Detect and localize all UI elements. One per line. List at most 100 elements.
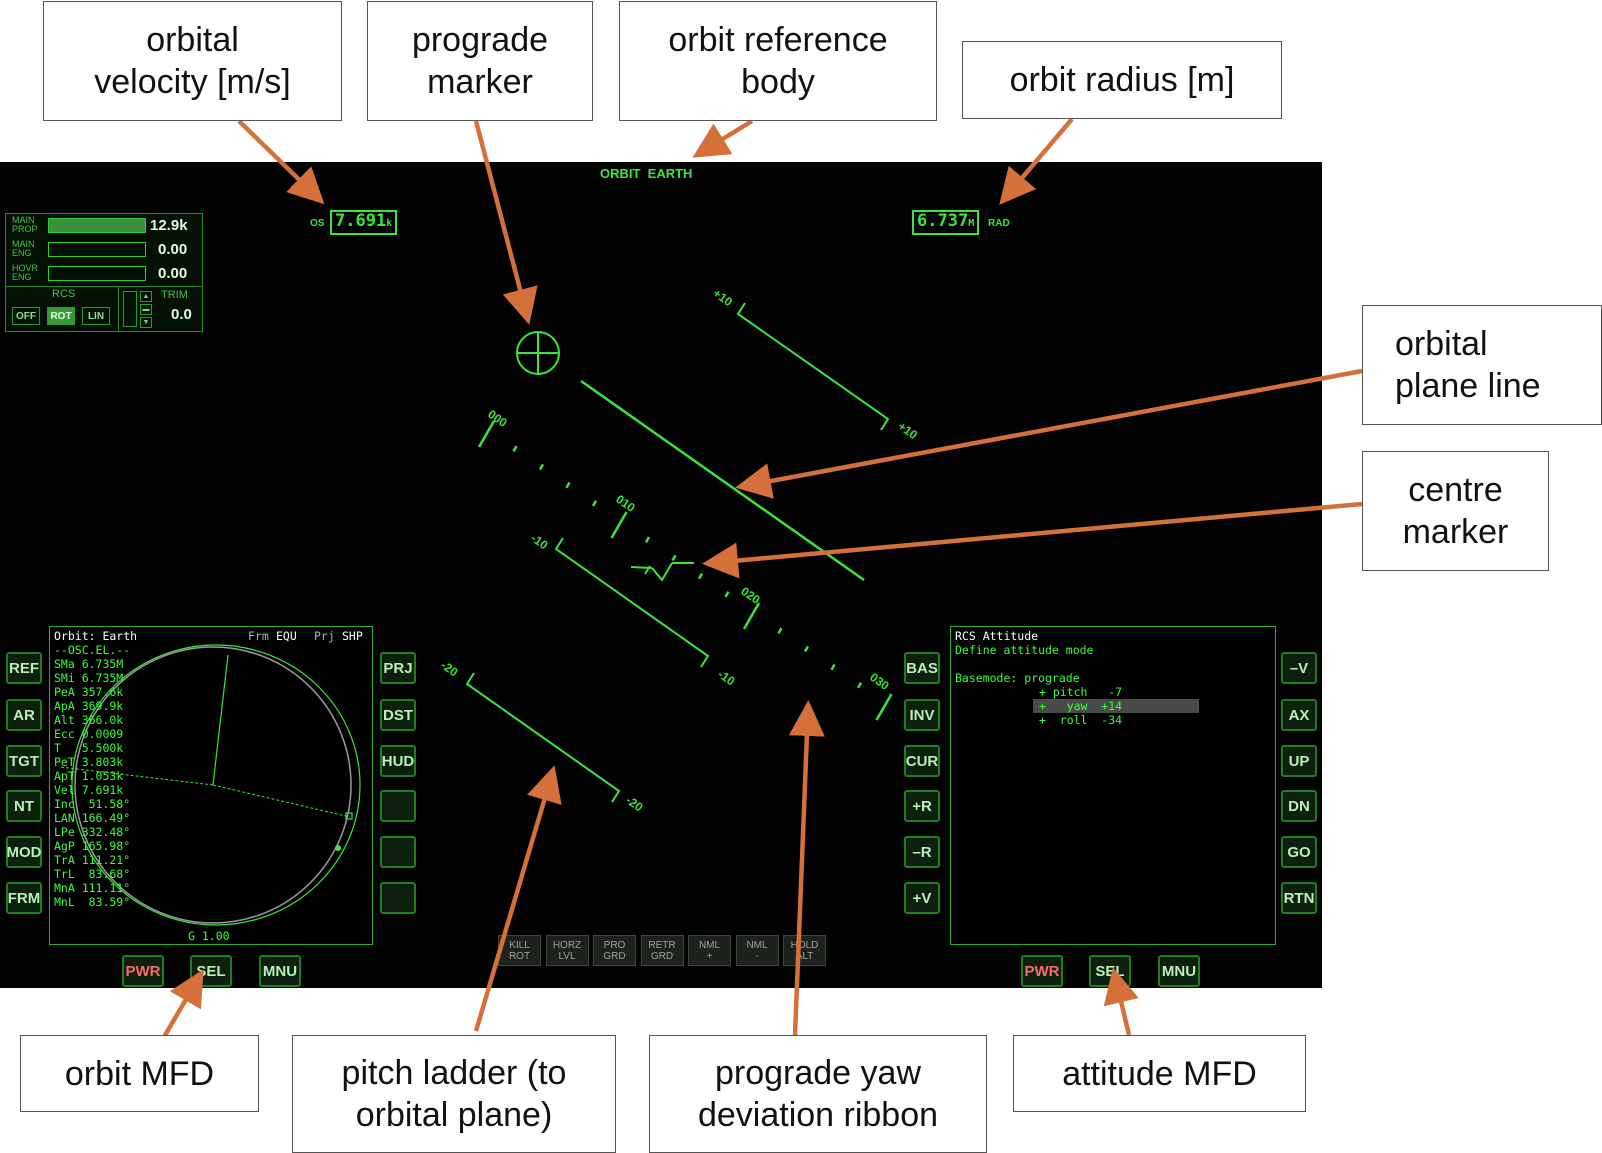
attitude-mfd-btn-right-5[interactable]: GO — [1281, 836, 1317, 868]
yaw-ribbon-minor-tick — [803, 645, 810, 653]
rcs-group: RCS OFF ROT LIN — [6, 286, 119, 331]
orbit-mfd-btn-ref[interactable]: REF — [6, 652, 42, 684]
callout-centre-marker: centre marker — [1362, 451, 1549, 571]
attitude-mfd-btn-left-3[interactable]: CUR — [904, 745, 940, 777]
attitude-mfd-btn-right-2[interactable]: AX — [1281, 699, 1317, 731]
orbit-mfd-btn-right-5[interactable] — [380, 836, 416, 868]
orbit-element-row: AgP 165.98° — [54, 839, 131, 853]
orbit-mfd-btn-right-2[interactable]: DST — [380, 699, 416, 731]
attitude-mfd-btn-pwr[interactable]: PWR — [1021, 955, 1063, 987]
orbit-mfd-btn-tgt[interactable]: TGT — [6, 745, 42, 777]
autopilot-btn-line1: NML — [746, 939, 768, 951]
orbit-mfd-btn-right-6[interactable] — [380, 882, 416, 914]
hud-mode-title: ORBIT EARTH — [600, 166, 693, 181]
yaw-ribbon-minor-tick — [856, 682, 863, 689]
attitude-mfd-btn-left-4[interactable]: +R — [904, 790, 940, 822]
orbit-mfd-btn-mod[interactable]: MOD — [6, 836, 42, 868]
yaw-label-030: 030 — [867, 670, 892, 693]
attitude-row[interactable]: + pitch -7 — [1039, 685, 1123, 699]
trim-down-button[interactable]: ▼ — [140, 317, 152, 328]
orbit-element-row: PeT 3.803k — [54, 755, 124, 769]
orbit-element-row: ApA 369.9k — [54, 699, 124, 713]
orbit-mfd-btn-ar[interactable]: AR — [6, 699, 42, 731]
orbit-element-row: Ecc 0.0009 — [54, 727, 124, 741]
hovr-eng-value: 0.00 — [158, 265, 188, 282]
yaw-ribbon-major-tick — [875, 693, 893, 721]
orbit-mfd: Orbit: Earth Frm EQU Prj SHP --OSC.EL.--… — [49, 626, 373, 945]
yaw-ribbon-minor-tick — [512, 445, 518, 452]
orbital-velocity-readout: 7.691k — [330, 210, 398, 235]
orbit-mfd-btn-right-1[interactable]: PRJ — [380, 652, 416, 684]
main-prop-bar — [48, 218, 146, 233]
orbit-mfd-btn-nt[interactable]: NT — [6, 790, 42, 822]
autopilot-btn-line1: HORZ — [552, 939, 582, 951]
attitude-mfd-title: RCS Attitude — [955, 629, 1039, 643]
orbit-element-row: SMi 6.735M — [54, 671, 124, 685]
rcs-off-button[interactable]: OFF — [12, 307, 40, 325]
orbit-element-row: ApT 1.053k — [54, 769, 124, 783]
pitch-label-minus10-right: -10 — [715, 667, 738, 689]
engine-status-panel: MAIN PROP 12.9k MAIN ENG 0.00 HOVR ENG 0… — [5, 213, 203, 332]
main-prop-bar-fill — [49, 219, 145, 232]
rcs-lin-button[interactable]: LIN — [82, 307, 110, 325]
attitude-mfd-btn-right-1[interactable]: –V — [1281, 652, 1317, 684]
orbit-element-row: Vel 7.691k — [54, 783, 124, 797]
autopilot-btn-line1: RETR — [648, 939, 676, 951]
trim-scale — [123, 291, 137, 327]
orbit-mfd-btn-pwr[interactable]: PWR — [122, 955, 164, 987]
attitude-mfd-btn-left-5[interactable]: –R — [904, 836, 940, 868]
trim-group: ▲ ▬ ▼ TRIM 0.0 — [119, 286, 202, 331]
callout-orbital-velocity: orbital velocity [m/s] — [43, 1, 342, 121]
autopilot-btn-line2: - — [755, 950, 759, 962]
orbit-mfd-header: --OSC.EL.-- — [54, 643, 131, 657]
yaw-ribbon-minor-tick — [724, 591, 730, 598]
yaw-ribbon-minor-tick — [565, 481, 571, 489]
rcs-rot-button[interactable]: ROT — [47, 307, 75, 325]
attitude-mfd-btn-left-1[interactable]: BAS — [904, 652, 940, 684]
main-prop-label: MAIN PROP — [12, 215, 38, 234]
attitude-mfd-btn-right-3[interactable]: UP — [1281, 745, 1317, 777]
autopilot-btn-nml-plus[interactable]: NML+ — [688, 935, 731, 966]
orbit-mfd-btn-mnu[interactable]: MNU — [259, 955, 301, 987]
callout-prograde-marker: prograde marker — [367, 1, 593, 121]
orbit-mfd-btn-frm[interactable]: FRM — [6, 882, 42, 914]
velocity-prefix: OS — [310, 218, 325, 229]
yaw-ribbon-minor-tick — [538, 463, 545, 471]
orbit-mfd-btn-right-3[interactable]: HUD — [380, 745, 416, 777]
orbit-mfd-btn-sel[interactable]: SEL — [190, 955, 232, 987]
attitude-row[interactable]: + roll -34 — [1039, 713, 1123, 727]
attitude-mfd-btn-right-4[interactable]: DN — [1281, 790, 1317, 822]
orbit-element-row: PeA 357.6k — [54, 685, 124, 699]
attitude-mfd-btn-mnu[interactable]: MNU — [1158, 955, 1200, 987]
trim-up-button[interactable]: ▲ — [140, 291, 152, 302]
attitude-row[interactable]: + yaw +14 — [1039, 699, 1123, 713]
attitude-mfd: RCS Attitude Define attitude mode Basemo… — [950, 626, 1276, 945]
attitude-mfd-btn-right-6[interactable]: RTN — [1281, 882, 1317, 914]
callout-attitude-mfd: attitude MFD — [1013, 1035, 1306, 1112]
main-eng-bar — [48, 242, 146, 257]
orbit-element-row: T 5.500k — [54, 741, 124, 755]
autopilot-btn-nml-minus[interactable]: NML- — [735, 935, 779, 966]
pitch-label-plus10-left: +10 — [710, 286, 735, 309]
yaw-ribbon-minor-tick — [830, 663, 836, 671]
attitude-selected-row-highlight — [1033, 699, 1199, 713]
pitch-label-minus10-left: -10 — [528, 531, 551, 553]
callout-pitch-ladder: pitch ladder (to orbital plane) — [292, 1035, 616, 1153]
prograde-marker-icon — [516, 331, 560, 375]
orbit-radius-suffix: RAD — [988, 218, 1010, 229]
rcs-label: RCS — [52, 288, 76, 300]
trim-centre-button[interactable]: ▬ — [140, 304, 152, 315]
attitude-mfd-btn-left-6[interactable]: +V — [904, 882, 940, 914]
callout-orbital-plane-line: orbital plane line — [1362, 305, 1602, 425]
attitude-mfd-btn-sel[interactable]: SEL — [1089, 955, 1131, 987]
yaw-ribbon-minor-tick — [697, 572, 704, 580]
attitude-mfd-btn-left-2[interactable]: INV — [904, 699, 940, 731]
autopilot-btn-line1: PRO — [603, 939, 626, 951]
yaw-ribbon-minor-tick — [591, 500, 598, 507]
orbit-mfd-btn-right-4[interactable] — [380, 790, 416, 822]
